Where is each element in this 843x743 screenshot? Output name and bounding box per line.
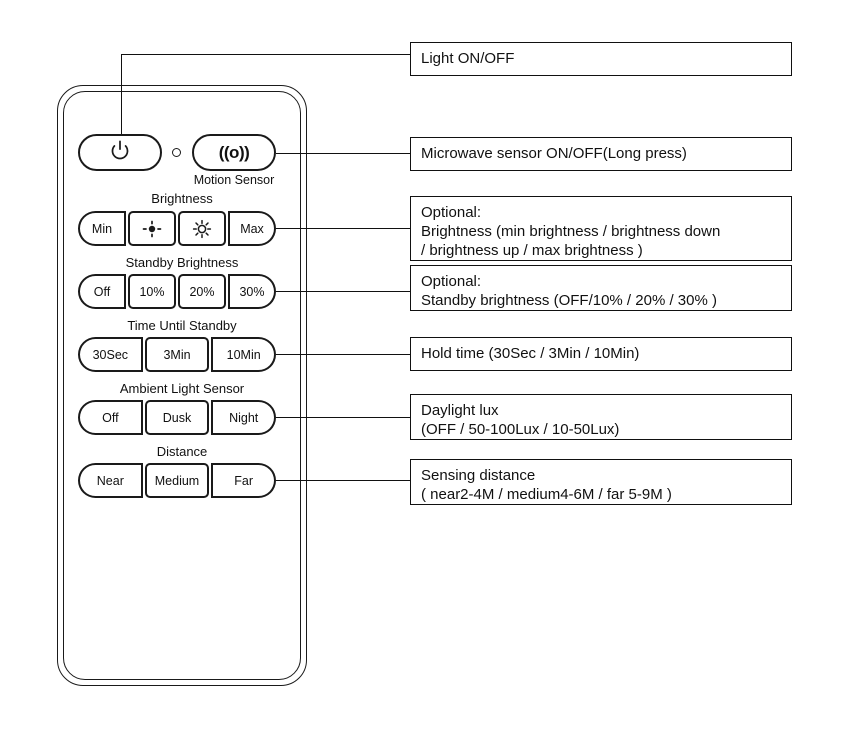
motion-sensor-label: Motion Sensor xyxy=(193,173,275,187)
power-button[interactable] xyxy=(78,134,162,171)
power-icon xyxy=(109,139,131,166)
section-label-ambient-light-sensor: Ambient Light Sensor xyxy=(119,381,245,396)
brightness-max-button[interactable]: Max xyxy=(228,211,276,246)
connector-line-microwave xyxy=(276,153,410,154)
brightness-down-button[interactable] xyxy=(128,211,176,246)
button-group-ambient-light-sensor: Off Dusk Night xyxy=(78,400,277,435)
standby-10-button[interactable]: 10% xyxy=(128,274,176,309)
connector-line-sensing-distance xyxy=(276,480,410,481)
time-30sec-button[interactable]: 30Sec xyxy=(78,337,143,372)
callout-light-onoff: Light ON/OFF xyxy=(410,42,792,76)
button-group-brightness: Min xyxy=(78,211,276,246)
section-label-distance: Distance xyxy=(156,444,208,459)
standby-off-button[interactable]: Off xyxy=(78,274,126,309)
section-label-brightness: Brightness xyxy=(151,191,213,206)
callout-microwave-sensor: Microwave sensor ON/OFF(Long press) xyxy=(410,137,792,171)
connector-line-hold-time xyxy=(276,354,410,355)
connector-line-power-vertical xyxy=(121,54,122,134)
ambient-off-button[interactable]: Off xyxy=(78,400,143,435)
brightness-up-icon xyxy=(189,219,215,239)
callout-standby-brightness: Optional: Standby brightness (OFF/10% / … xyxy=(410,265,792,311)
callout-brightness: Optional: Brightness (min brightness / b… xyxy=(410,196,792,261)
remote-control-body xyxy=(57,85,307,686)
button-group-standby-brightness: Off 10% 20% 30% xyxy=(78,274,276,309)
connector-line-standby-brightness xyxy=(276,291,410,292)
motion-sensor-button[interactable]: ((o)) xyxy=(192,134,276,171)
ambient-dusk-button[interactable]: Dusk xyxy=(144,400,210,435)
callout-sensing-distance: Sensing distance ( near2-4M / medium4-6M… xyxy=(410,459,792,505)
motion-sensor-icon: ((o)) xyxy=(218,143,250,162)
connector-line-brightness xyxy=(276,228,410,229)
standby-30-button[interactable]: 30% xyxy=(228,274,276,309)
connector-line-daylight xyxy=(276,417,410,418)
section-label-standby-brightness: Standby Brightness xyxy=(125,255,239,270)
ambient-night-button[interactable]: Night xyxy=(211,400,277,435)
time-10min-button[interactable]: 10Min xyxy=(211,337,277,372)
distance-far-button[interactable]: Far xyxy=(211,463,277,498)
brightness-up-button[interactable] xyxy=(178,211,226,246)
distance-near-button[interactable]: Near xyxy=(78,463,143,498)
distance-medium-button[interactable]: Medium xyxy=(144,463,210,498)
button-group-distance: Near Medium Far xyxy=(78,463,277,498)
remote-body-inner-outline xyxy=(63,91,301,680)
brightness-down-icon xyxy=(139,220,165,238)
section-label-time-until-standby: Time Until Standby xyxy=(127,318,237,333)
connector-line-power-horizontal xyxy=(121,54,411,55)
led-indicator-icon xyxy=(172,148,181,157)
time-3min-button[interactable]: 3Min xyxy=(144,337,210,372)
button-group-time-until-standby: 30Sec 3Min 10Min xyxy=(78,337,277,372)
standby-20-button[interactable]: 20% xyxy=(178,274,226,309)
callout-daylight-lux: Daylight lux (OFF / 50-100Lux / 10-50Lux… xyxy=(410,394,792,440)
brightness-min-button[interactable]: Min xyxy=(78,211,126,246)
callout-hold-time: Hold time (30Sec / 3Min / 10Min) xyxy=(410,337,792,371)
